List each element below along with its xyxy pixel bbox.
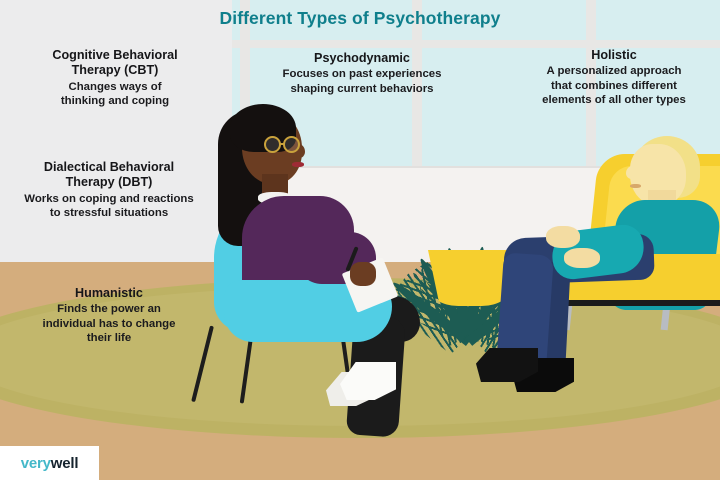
client-hand <box>546 226 580 248</box>
therapy-heading: Humanistic <box>75 286 143 300</box>
page-title: Different Types of Psychotherapy <box>219 8 501 28</box>
verywell-logo: verywell <box>0 446 99 480</box>
client-hand <box>564 248 600 268</box>
therapy-heading: Holistic <box>591 48 637 62</box>
client-figure <box>466 136 720 436</box>
therapist-hand <box>350 262 376 286</box>
logo-well: well <box>50 454 79 472</box>
glasses-bridge <box>280 143 285 145</box>
sofa-seat-edge <box>528 300 720 306</box>
logo-text: verywell <box>21 455 79 472</box>
window-mullion-vertical <box>412 0 422 170</box>
window-mullion-horizontal <box>232 40 720 48</box>
window-mullion-vertical <box>586 0 596 170</box>
client-boot <box>476 348 538 382</box>
logo-very: very <box>20 454 51 472</box>
client-mouth <box>630 184 641 188</box>
window-pane-area <box>232 0 720 172</box>
glasses-icon <box>264 136 281 153</box>
therapy-heading: Psychodynamic <box>314 51 410 65</box>
therapist-figure <box>191 104 430 438</box>
therapist-lips <box>292 162 304 167</box>
window-mullion-vertical <box>240 0 250 170</box>
potted-palm-plant <box>390 104 552 346</box>
left-wall <box>0 0 236 268</box>
therapy-block-psychodynamic: Psychodynamic Focuses on past experience… <box>248 51 476 96</box>
plant-pot <box>428 250 512 306</box>
glasses-icon <box>283 136 300 153</box>
client-nose <box>626 166 638 179</box>
